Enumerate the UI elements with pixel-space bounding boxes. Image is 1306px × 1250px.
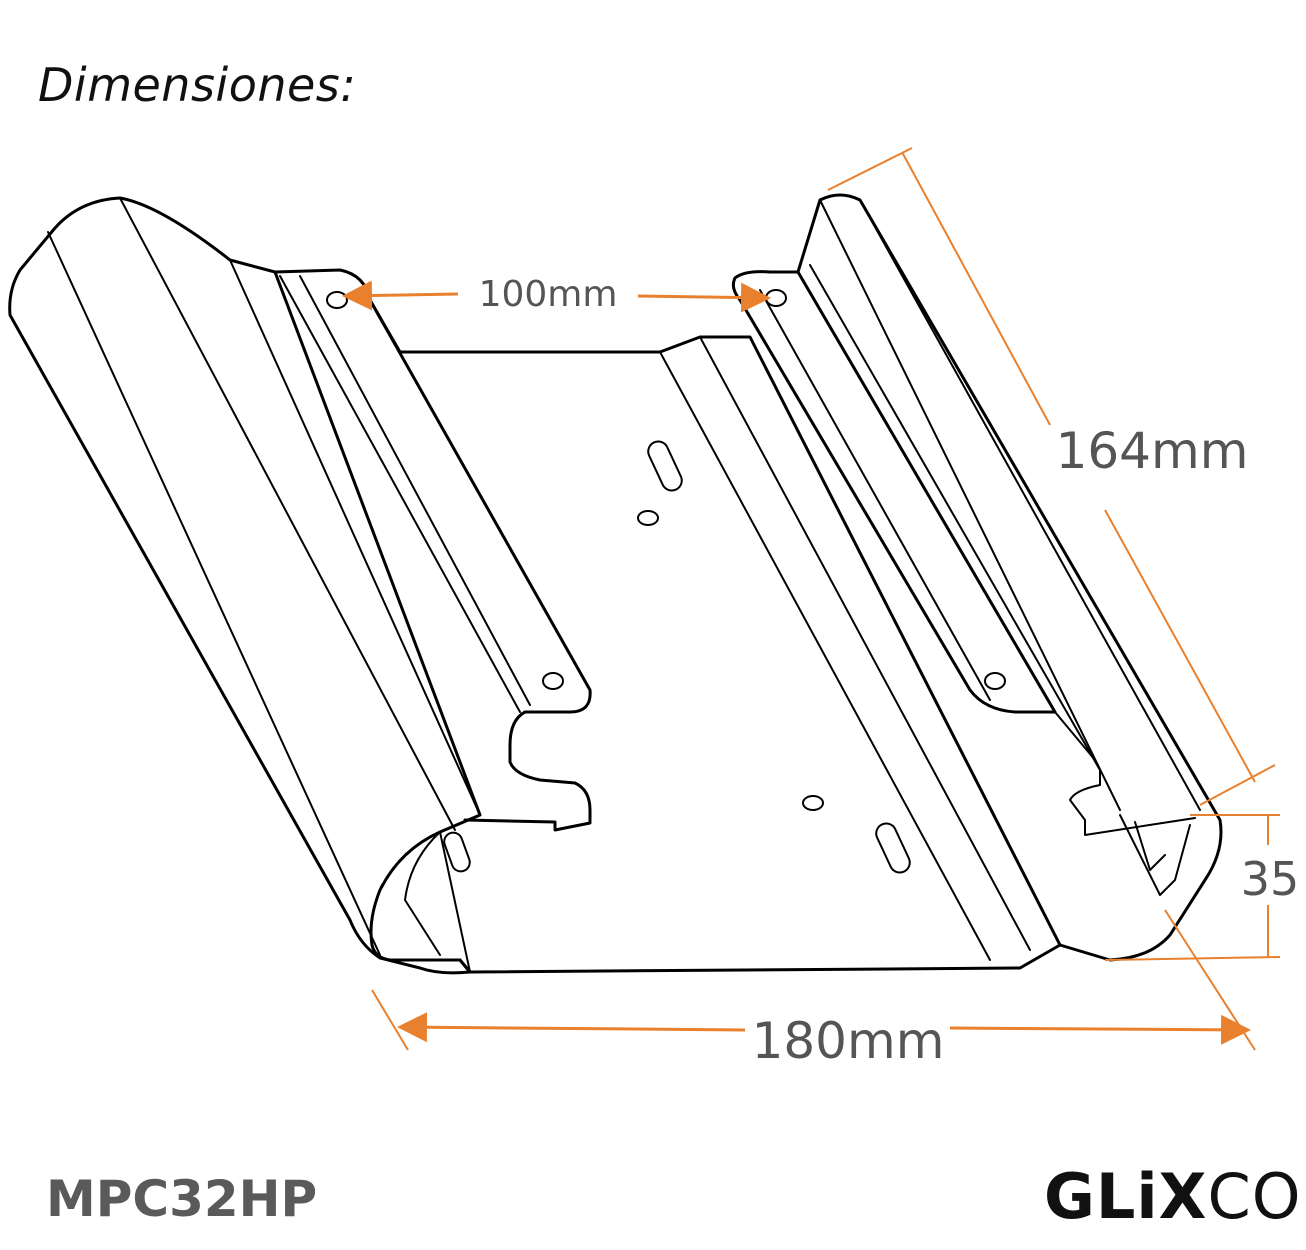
flange-hole-bottom-left	[542, 672, 564, 690]
base-plate	[368, 298, 1062, 974]
brand-part-2: CO	[1207, 1160, 1302, 1233]
base-hole-top	[637, 510, 659, 526]
dim-length-label: 164mm	[1056, 422, 1249, 480]
right-rail	[796, 193, 1223, 962]
right-flange	[731, 270, 1057, 714]
bracket-outline	[8, 193, 1223, 975]
flange-hole-top-left	[326, 291, 348, 309]
base-slot-top	[647, 440, 683, 492]
model-number: MPC32HP	[46, 1170, 318, 1228]
left-rail	[8, 196, 482, 975]
dimension-lines	[342, 147, 1281, 1051]
flange-hole-bottom-right	[984, 672, 1006, 690]
dim-width-label: 180mm	[752, 1012, 945, 1070]
page-title: Dimensiones:	[38, 58, 357, 112]
brand-part-1: GLiX	[1044, 1160, 1208, 1233]
rail-slot-left	[443, 831, 471, 873]
flange-hole-top-right	[765, 289, 787, 307]
brand-logo: GLiXCO	[1044, 1160, 1302, 1233]
base-slot-bottom	[875, 822, 911, 874]
base-hole-bottom	[802, 795, 824, 811]
dim-height-label: 35	[1241, 852, 1300, 906]
dim-hole-spacing-label: 100mm	[479, 274, 618, 315]
